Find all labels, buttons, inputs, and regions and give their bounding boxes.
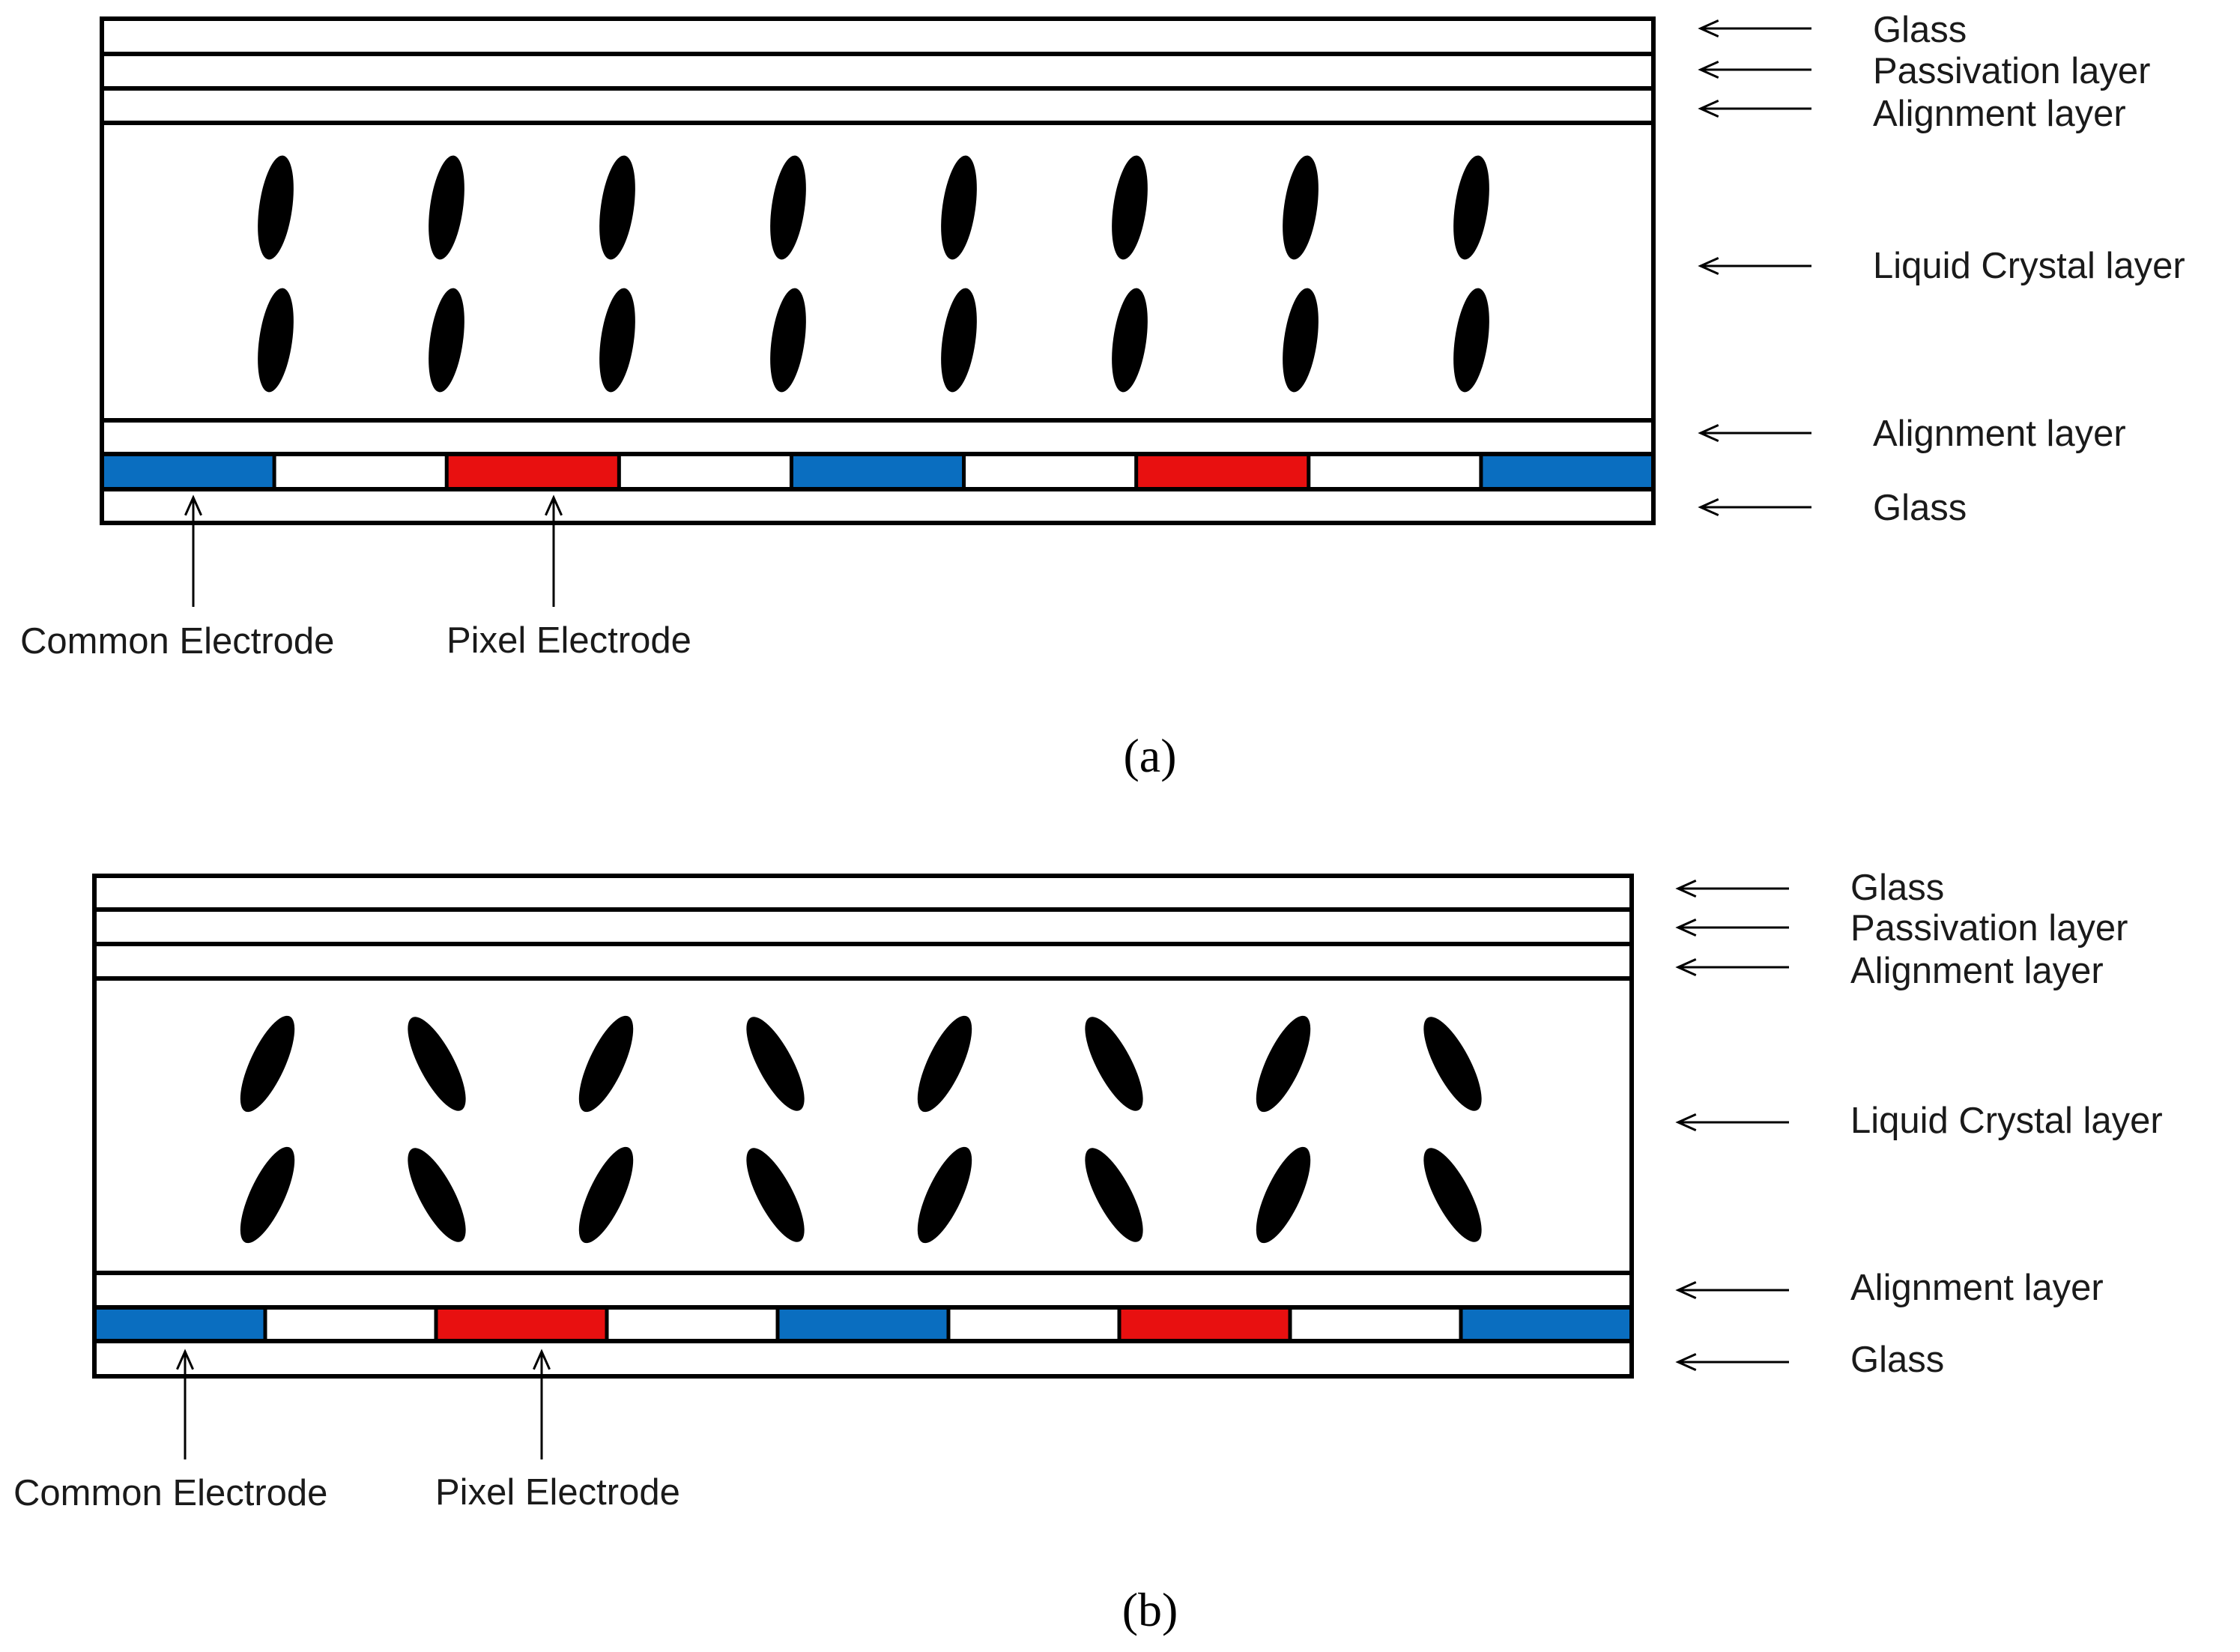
layer-arrow-6 [1698, 498, 1811, 516]
panel-caption: (a) [1123, 729, 1176, 782]
layer-label-3: Alignment layer [1873, 94, 2126, 134]
lc-molecule-r2-c7 [1283, 288, 1319, 393]
lc-molecule-r1-c2 [408, 1017, 466, 1111]
lc-molecule-r2-c2 [408, 1148, 466, 1242]
layer-label-3: Alignment layer [1850, 951, 2104, 991]
pixel-electrode-3 [444, 452, 621, 491]
lc-molecule-r2-c7 [1256, 1146, 1311, 1244]
layer-arrow-2 [1675, 919, 1789, 937]
layer-arrow-3 [1675, 958, 1789, 976]
layer-arrow-3 [1698, 100, 1811, 118]
common-electrode-1 [92, 1305, 267, 1343]
lc-molecule-r1-c4 [746, 1017, 805, 1111]
pixel-electrode-label: Pixel Electrode [447, 620, 691, 661]
lc-molecule-r1-c8 [1423, 1017, 1482, 1111]
lc-molecule-r1-c1 [258, 155, 294, 260]
layer-label-1: Glass [1873, 10, 1967, 50]
layer-label-1: Glass [1850, 868, 1944, 908]
pixel-electrode-arrow [533, 1349, 551, 1459]
cell-outline [100, 16, 1656, 525]
layer-label-5: Alignment layer [1850, 1268, 2104, 1308]
lc-molecule-r2-c4 [770, 288, 806, 393]
lc-molecule-r1-c6 [1085, 1017, 1143, 1111]
common-electrode-5 [789, 452, 966, 491]
layer-arrow-1 [1698, 19, 1811, 37]
common-electrode-label: Common Electrode [13, 1473, 327, 1513]
panel-caption-letter: a [1139, 729, 1160, 782]
lc-molecule-r2-c1 [258, 288, 294, 393]
lc-molecule-r2-c5 [917, 1146, 972, 1244]
common-electrode-5 [775, 1305, 951, 1343]
lc-molecule-r1-c8 [1453, 155, 1489, 260]
common-electrode-1 [100, 452, 276, 491]
layer-arrow-4 [1698, 257, 1811, 275]
lc-molecule-r2-c1 [240, 1146, 295, 1244]
lc-molecule-r1-c5 [941, 155, 977, 260]
lc-molecule-r1-c7 [1256, 1015, 1311, 1113]
cell-outline [92, 874, 1634, 1379]
common-electrode-arrow [184, 494, 202, 607]
layer-label-4: Liquid Crystal layer [1873, 246, 2185, 286]
common-electrode-9 [1459, 1305, 1634, 1343]
lc-molecule-r2-c5 [941, 288, 977, 393]
lc-molecule-r2-c6 [1112, 288, 1148, 393]
panel-caption-letter: b [1138, 1583, 1162, 1636]
pixel-electrode-3 [434, 1305, 609, 1343]
pixel-electrode-7 [1117, 1305, 1292, 1343]
layer-label-2: Passivation layer [1873, 51, 2150, 91]
layer-arrow-2 [1698, 61, 1811, 79]
lc-molecule-r1-c5 [917, 1015, 972, 1113]
lc-molecule-r1-c1 [240, 1015, 295, 1113]
layer-arrow-4 [1675, 1113, 1789, 1131]
lc-molecule-r1-c7 [1283, 155, 1319, 260]
lc-molecule-r2-c4 [746, 1148, 805, 1242]
layer-label-6: Glass [1850, 1340, 1944, 1380]
lc-molecule-r1-c3 [599, 155, 635, 260]
lc-molecule-r1-c4 [770, 155, 806, 260]
panel-caption: (b) [1122, 1583, 1178, 1636]
pixel-electrode-arrow [545, 494, 563, 607]
common-electrode-arrow [176, 1349, 194, 1459]
pixel-electrode-label: Pixel Electrode [435, 1472, 680, 1513]
layer-arrow-5 [1698, 424, 1811, 442]
common-electrode-label: Common Electrode [20, 621, 334, 662]
layer-arrow-6 [1675, 1353, 1789, 1371]
lc-molecule-r2-c3 [599, 288, 635, 393]
lc-molecule-r1-c6 [1112, 155, 1148, 260]
layer-label-4: Liquid Crystal layer [1850, 1101, 2163, 1141]
layer-label-2: Passivation layer [1850, 908, 2128, 948]
lc-molecule-r2-c8 [1453, 288, 1489, 393]
lc-molecule-r1-c2 [429, 155, 464, 260]
layer-arrow-1 [1675, 880, 1789, 898]
layer-label-5: Alignment layer [1873, 414, 2126, 454]
layer-label-6: Glass [1873, 488, 1967, 528]
lc-molecule-r2-c8 [1423, 1148, 1482, 1242]
pixel-electrode-7 [1134, 452, 1311, 491]
lc-molecule-r2-c3 [578, 1146, 634, 1244]
common-electrode-9 [1479, 452, 1656, 491]
lc-molecule-r2-c2 [429, 288, 464, 393]
layer-arrow-5 [1675, 1281, 1789, 1299]
lc-molecule-r1-c3 [578, 1015, 634, 1113]
lc-molecule-r2-c6 [1085, 1148, 1143, 1242]
